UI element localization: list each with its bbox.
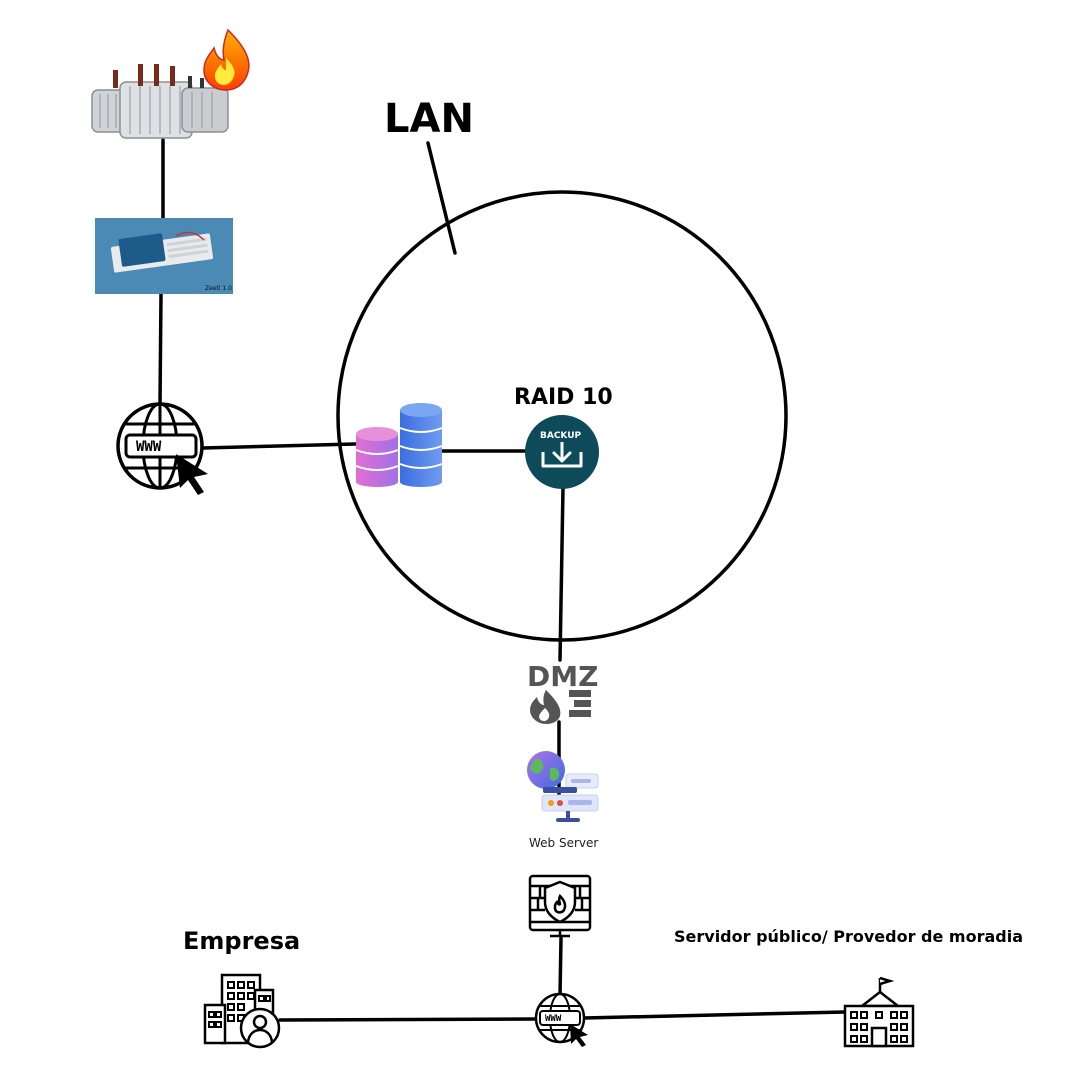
lan-circle: [336, 190, 788, 642]
www-left-label: WWW: [136, 439, 162, 455]
database-right: [399, 403, 443, 487]
dmz-label: DMZ: [527, 660, 598, 693]
firewall-monitor-icon: [528, 874, 592, 938]
web-server-label: Web Server: [529, 836, 598, 850]
line-firewall-www: [558, 936, 563, 998]
board-caption: Zeeti 1.0: [205, 285, 232, 292]
connection-lines: [158, 138, 847, 1022]
www-bottom-label: WWW: [545, 1014, 562, 1024]
dmz-firewall-icon: DMZ: [527, 660, 598, 724]
line-www-public: [582, 1010, 847, 1020]
line-board-www: [158, 292, 163, 406]
raid-label: RAID 10: [514, 385, 613, 410]
database-left: [355, 427, 399, 487]
line-www-database: [201, 442, 357, 450]
company-building-user-icon: [203, 973, 281, 1049]
backup-download-icon[interactable]: BACKUP: [525, 415, 599, 489]
empresa-label: Empresa: [183, 927, 300, 955]
lan-label: LAN: [384, 96, 474, 142]
www-globe-cursor-icon[interactable]: WWW: [116, 402, 208, 495]
line-lan-pointer: [426, 141, 457, 255]
fire-icon: [203, 28, 250, 91]
backup-label: BACKUP: [540, 431, 582, 441]
database-stack-icon: [355, 403, 443, 487]
web-server-globe-icon: [527, 751, 599, 822]
line-backup-dmz: [558, 486, 565, 662]
www-globe-bottom-icon[interactable]: WWW: [534, 992, 588, 1047]
arduino-board-image: Zeeti 1.0: [95, 218, 233, 294]
public-building-icon: [843, 976, 915, 1048]
servidor-publico-label: Servidor público/ Provedor de moradia: [674, 927, 1023, 946]
line-empresa-www: [278, 1017, 538, 1022]
power-transformer-icon: [91, 64, 229, 139]
